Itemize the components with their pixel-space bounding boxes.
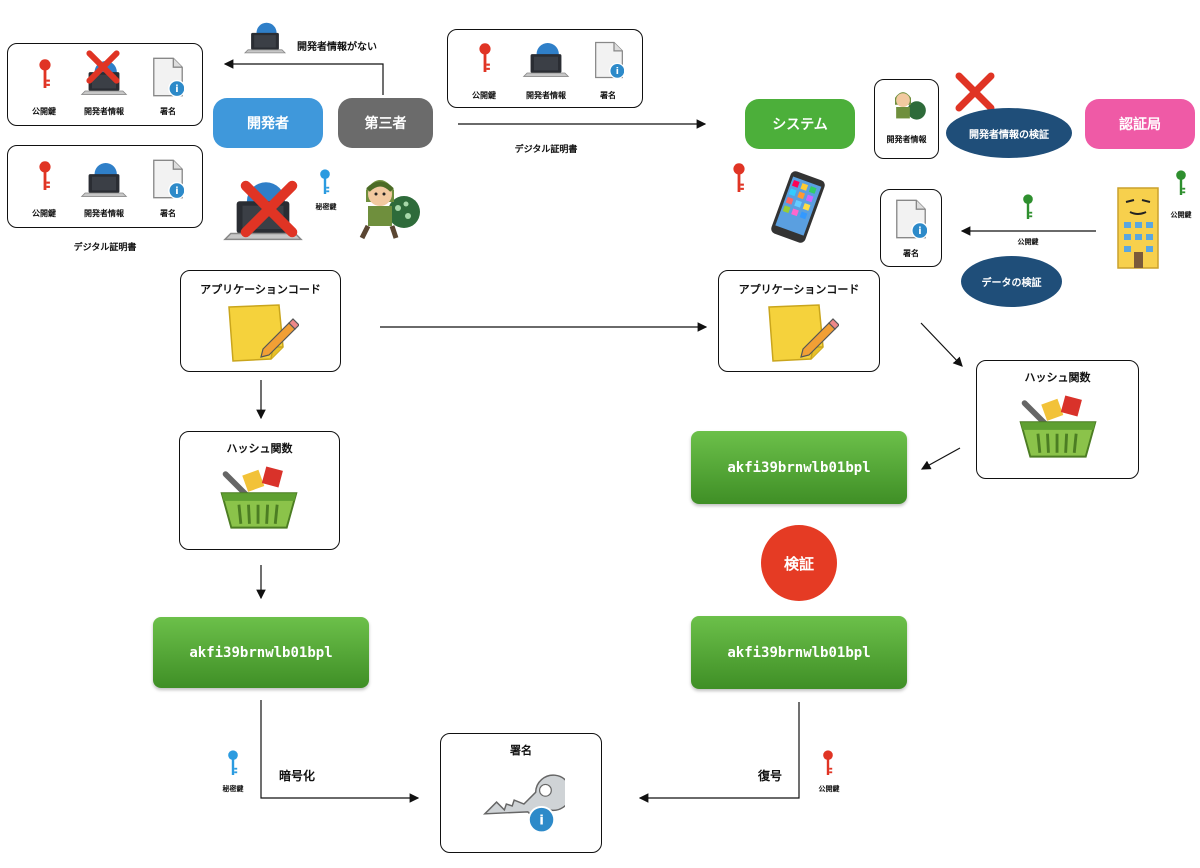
app-code-label: アプリケーションコード	[738, 283, 860, 296]
dev-info-box-right: 開発者情報	[874, 79, 939, 159]
hash-value-right-bottom: akfi39brnwlb01bpl	[691, 616, 907, 689]
signature-label: 署名	[510, 744, 532, 757]
document-info-icon	[152, 158, 184, 200]
secret-key-label: 秘密鍵	[222, 785, 244, 793]
signature-box-right: 署名	[880, 189, 942, 267]
public-key-label: 公開鍵	[32, 209, 56, 218]
key-icon	[732, 160, 746, 196]
key-info-icon	[477, 770, 565, 840]
arrow-third-to-fake-cert	[223, 59, 384, 95]
dev-info-label: 開発者情報	[886, 135, 927, 144]
dev-info-label: 開発者情報	[526, 91, 566, 100]
app-code-box-left: アプリケーションコード	[180, 270, 341, 372]
digital-certificate-caption: デジタル証明書	[73, 243, 137, 253]
smartphone-icon	[771, 171, 825, 243]
hash-function-box-right: ハッシュ関数	[976, 360, 1139, 479]
key-icon	[1022, 192, 1034, 222]
hash-value-right-top: akfi39brnwlb01bpl	[691, 431, 907, 504]
verify-data-ellipse: データの検証	[961, 256, 1062, 307]
ca-public-key-label-2: 公開鍵	[1170, 211, 1192, 219]
cross-icon	[86, 50, 120, 84]
laptop-icon	[80, 162, 128, 200]
verify-dev-info-ellipse: 開発者情報の検証	[946, 108, 1072, 158]
cross-icon	[240, 178, 298, 240]
signature-label: 署名	[160, 107, 176, 116]
arrow-hash-to-value-right	[920, 447, 961, 470]
digital-certificate-caption: デジタル証明書	[514, 145, 578, 155]
key-icon	[227, 748, 239, 778]
hash-function-label: ハッシュ関数	[226, 442, 293, 455]
signature-label: 署名	[600, 91, 616, 100]
digital-certificate-center: 公開鍵 開発者情報 署名	[447, 29, 643, 108]
thief-icon	[359, 180, 420, 240]
document-info-icon	[152, 56, 184, 98]
ca-pill: 認証局	[1085, 99, 1195, 149]
key-icon	[822, 748, 834, 778]
hash-function-label: ハッシュ関数	[1024, 371, 1091, 384]
document-info-icon	[594, 40, 624, 80]
ca-public-key-label: 公開鍵	[1017, 238, 1039, 246]
arrow-value-to-signature-right	[638, 702, 800, 803]
arrow-value-to-signature	[260, 700, 420, 803]
public-key-label: 公開鍵	[472, 91, 496, 100]
arrow-code-to-hash-right	[920, 322, 963, 367]
third-party-pill: 第三者	[338, 98, 433, 148]
signature-label: 署名	[160, 209, 176, 218]
basket-icon	[1015, 393, 1101, 461]
key-icon	[319, 168, 331, 196]
key-icon	[38, 58, 52, 90]
system-pill: システム	[745, 99, 855, 149]
thief-icon	[895, 92, 926, 120]
no-dev-info-label: 開発者情報がない	[297, 42, 377, 53]
key-icon	[478, 42, 492, 74]
laptop-icon	[522, 42, 570, 80]
dev-info-label: 開発者情報	[84, 107, 124, 116]
building-icon	[1117, 187, 1159, 269]
document-info-icon	[895, 198, 927, 240]
note-pencil-icon	[219, 303, 299, 363]
app-code-box-right: アプリケーションコード	[718, 270, 880, 372]
basket-icon	[216, 464, 302, 532]
signature-label: 署名	[903, 249, 919, 258]
secret-key-label: 秘密鍵	[315, 203, 337, 211]
note-pencil-icon	[759, 303, 839, 363]
digital-certificate-left: 公開鍵 開発者情報 署名	[7, 145, 203, 228]
public-key-label: 公開鍵	[32, 107, 56, 116]
hash-value-left: akfi39brnwlb01bpl	[153, 617, 369, 688]
verify-circle: 検証	[761, 525, 837, 601]
decrypt-label: 復号	[758, 769, 783, 783]
key-icon	[1175, 168, 1187, 198]
fake-certificate: 公開鍵 開発者情報 署名	[7, 43, 203, 126]
app-code-label: アプリケーションコード	[200, 283, 321, 296]
dev-info-label: 開発者情報	[84, 209, 124, 218]
cross-icon	[955, 70, 995, 114]
encrypt-label: 暗号化	[279, 769, 316, 783]
laptop-icon	[243, 22, 287, 56]
hash-function-box-left: ハッシュ関数	[179, 431, 340, 550]
decrypt-public-key-label: 公開鍵	[818, 785, 840, 793]
developer-pill: 開発者	[213, 98, 323, 148]
key-icon	[38, 160, 52, 192]
signature-box-bottom: 署名	[440, 733, 602, 853]
